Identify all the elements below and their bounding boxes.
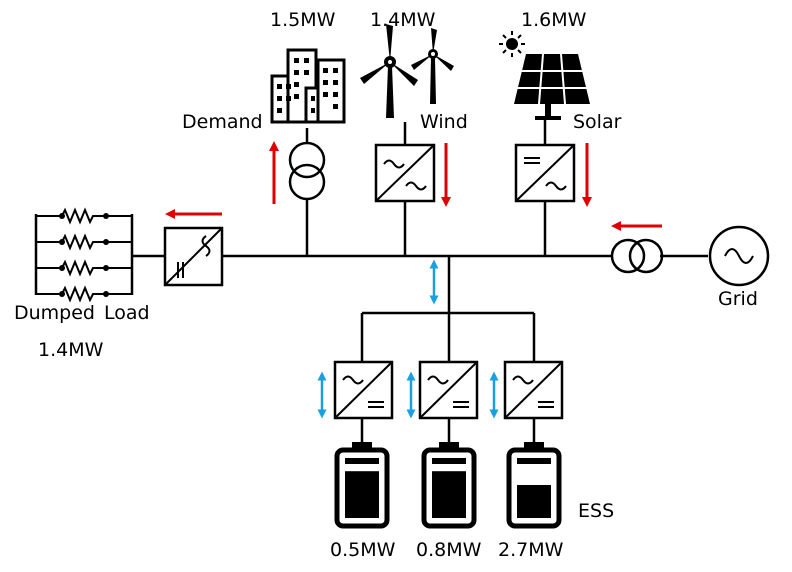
battery-cap-stripe <box>345 458 379 464</box>
demand-source: 1.5MW Demand <box>182 9 346 204</box>
battery-icon <box>506 442 562 529</box>
sun-icon <box>499 31 525 57</box>
ess-2-power-label: 0.8MW <box>416 539 482 561</box>
wind-source: 1.4MW Wind <box>360 9 468 207</box>
battery-icon <box>334 442 390 529</box>
wind-power-label: 1.4MW <box>370 9 436 31</box>
demand-power-label: 1.5MW <box>270 9 336 31</box>
ess-1-power-label: 0.5MW <box>330 539 396 561</box>
ac-dc-converter-icon <box>374 143 436 203</box>
dc-ac-converter-icon <box>163 226 224 287</box>
dumped-load-label-dumped: Dumped <box>14 302 95 324</box>
solar-panel-icon <box>514 53 590 120</box>
resistor-bank-icon <box>34 207 134 303</box>
transformer-icon <box>288 128 326 201</box>
battery-icon <box>421 442 477 529</box>
solar-source: 1.6MW Solar <box>499 9 622 207</box>
ac-dc-converter-icon <box>503 360 564 420</box>
building-icon <box>270 48 346 124</box>
dc-dc-converter-icon <box>514 143 576 203</box>
ac-dc-converter-icon <box>418 360 479 420</box>
ess-unit-2: 0.8MW <box>406 360 482 561</box>
solar-label: Solar <box>573 111 622 133</box>
ac-dc-converter-icon <box>333 360 394 420</box>
demand-label: Demand <box>182 111 263 133</box>
ess-unit-1: 0.5MW <box>317 360 396 561</box>
ess-label: ESS <box>578 500 614 522</box>
dumped-load-power-label: 1.4MW <box>38 339 104 361</box>
battery-cap-stripe <box>517 458 551 464</box>
ac-source-icon <box>708 225 770 287</box>
grid-connection: Grid <box>610 221 770 310</box>
wind-turbine-icon <box>360 24 454 118</box>
grid-label: Grid <box>718 288 758 310</box>
solar-power-label: 1.6MW <box>521 9 587 31</box>
ess-unit-3: 2.7MW <box>489 360 564 561</box>
ess-3-power-label: 2.7MW <box>498 539 564 561</box>
battery-cap-stripe <box>432 458 466 464</box>
dumped-load: Dumped Load 1.4MW <box>14 207 224 361</box>
wind-label: Wind <box>420 111 468 133</box>
dumped-load-label-load: Load <box>104 302 150 324</box>
grid-transformer-icon <box>610 238 664 274</box>
